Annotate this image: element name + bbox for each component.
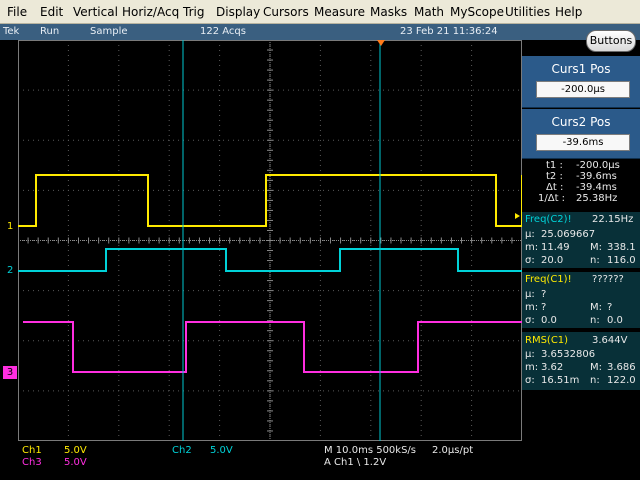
meas1-mean-label: µ: (525, 229, 535, 240)
meas1-value: 22.15Hz (592, 214, 634, 225)
meas1-sigma-label: σ: (525, 255, 535, 266)
menu-measure[interactable]: Measure (314, 5, 365, 19)
meas3-name: RMS(C1) (525, 335, 569, 346)
meas3-max-label: M: (590, 362, 602, 373)
acquisition-count: 122 Acqs (200, 26, 246, 37)
menu-utilities[interactable]: Utilities (505, 5, 551, 19)
meas3-min: 3.62 (541, 362, 564, 373)
menu-display[interactable]: Display (216, 5, 261, 19)
channel-readout-bar: Ch1 5.0V Ch2 5.0V Ch3 5.0V M 10.0ms 500k… (0, 441, 640, 480)
meas2-count: 0.0 (607, 315, 623, 326)
meas2-max: ? (607, 302, 613, 313)
delta-t-value: -39.4ms (576, 182, 617, 193)
trigger-position-marker[interactable] (377, 40, 385, 46)
meas3-min-label: m: (525, 362, 539, 373)
waveform-display[interactable] (18, 40, 522, 441)
ch2-ground-marker[interactable]: 2 (7, 265, 14, 276)
ch1-waveform (18, 174, 522, 227)
menu-help[interactable]: Help (555, 5, 583, 19)
ch3-waveform (23, 321, 522, 373)
t1-label: t1 : (546, 160, 563, 171)
meas2-mean-label: µ: (525, 289, 535, 300)
meas2-sigma: 0.0 (541, 315, 557, 326)
meas1-min-label: m: (525, 242, 539, 253)
menu-trig[interactable]: Trig (183, 5, 205, 19)
ch1-label[interactable]: Ch1 (22, 445, 42, 456)
ch1-ground-marker[interactable]: 1 (7, 221, 14, 232)
menu-masks[interactable]: Masks (370, 5, 408, 19)
meas3-count: 122.0 (607, 375, 636, 386)
meas1-mean: 25.069667 (541, 229, 596, 240)
meas1-min: 11.49 (541, 242, 570, 253)
cursor1-position-field[interactable]: -200.0µs (536, 81, 630, 98)
ch1-scale[interactable]: 5.0V (64, 445, 87, 456)
run-state: Run (40, 26, 60, 37)
measurement-freq-c2[interactable] (522, 212, 640, 268)
meas3-mean-label: µ: (525, 349, 535, 360)
menu-vertical[interactable]: Vertical (73, 5, 118, 19)
meas1-name: Freq(C2)! (525, 214, 572, 225)
ch3-label[interactable]: Ch3 (22, 457, 42, 468)
meas2-name: Freq(C1)! (525, 274, 572, 285)
meas1-max-label: M: (590, 242, 602, 253)
cursor1-panel[interactable]: Curs1 Pos -200.0µs (522, 56, 640, 108)
trigger-readout[interactable]: A Ch1 \ 1.2V (324, 457, 387, 468)
t1-value: -200.0µs (576, 160, 620, 171)
meas2-count-label: n: (590, 315, 600, 326)
measurement-freq-c1[interactable] (522, 272, 640, 328)
menu-file[interactable]: File (7, 5, 28, 19)
ch2-label[interactable]: Ch2 (172, 445, 192, 456)
menu-edit[interactable]: Edit (40, 5, 64, 19)
meas2-min-label: m: (525, 302, 539, 313)
t2-label: t2 : (546, 171, 563, 182)
trigger-level-marker[interactable] (515, 213, 520, 219)
menu-bar: File Edit Vertical Horiz/Acq Trig Displa… (0, 0, 640, 24)
meas1-max: 338.1 (607, 242, 636, 253)
t2-value: -39.6ms (576, 171, 617, 182)
meas2-max-label: M: (590, 302, 602, 313)
ch3-ground-marker[interactable]: 3 (3, 366, 17, 379)
meas2-value: ?????? (592, 274, 624, 285)
inverse-delta-t-label: 1/Δt : (538, 193, 566, 204)
meas1-count-label: n: (590, 255, 600, 266)
brand-label: Tek (3, 26, 20, 37)
meas3-max: 3.686 (607, 362, 636, 373)
menu-horiz-acq[interactable]: Horiz/Acq (122, 5, 180, 19)
buttons-button[interactable]: Buttons (586, 30, 636, 52)
meas2-min: ? (541, 302, 547, 313)
cursor2-panel[interactable]: Curs2 Pos -39.6ms (522, 109, 640, 159)
date-time: 23 Feb 21 11:36:24 (400, 26, 498, 37)
menu-math[interactable]: Math (414, 5, 445, 19)
inverse-delta-t-value: 25.38Hz (576, 193, 618, 204)
meas3-value: 3.644V (592, 335, 628, 346)
menu-cursors[interactable]: Cursors (263, 5, 309, 19)
cursor2-position-field[interactable]: -39.6ms (536, 134, 630, 151)
ch2-scale[interactable]: 5.0V (210, 445, 233, 456)
graticule-grid (18, 40, 522, 441)
sample-interval: 2.0µs/pt (432, 445, 474, 456)
status-bar: Tek Run Sample 122 Acqs 23 Feb 21 11:36:… (0, 24, 640, 40)
ch2-waveform (18, 248, 522, 272)
meas3-sigma-label: σ: (525, 375, 535, 386)
meas1-sigma: 20.0 (541, 255, 564, 266)
meas3-count-label: n: (590, 375, 600, 386)
cursor2-title: Curs2 Pos (551, 115, 611, 129)
ch3-scale[interactable]: 5.0V (64, 457, 87, 468)
meas2-mean: ? (541, 289, 547, 300)
menu-myscope[interactable]: MyScope (450, 5, 505, 19)
timebase-readout[interactable]: M 10.0ms 500kS/s (324, 445, 417, 456)
delta-t-label: Δt : (546, 182, 564, 193)
acquisition-mode: Sample (90, 26, 128, 37)
measurement-rms-c1[interactable] (522, 332, 640, 390)
cursor1-title: Curs1 Pos (551, 62, 611, 76)
meas1-count: 116.0 (607, 255, 636, 266)
meas2-sigma-label: σ: (525, 315, 535, 326)
meas3-mean: 3.6532806 (541, 349, 596, 360)
meas3-sigma: 16.51m (541, 375, 580, 386)
